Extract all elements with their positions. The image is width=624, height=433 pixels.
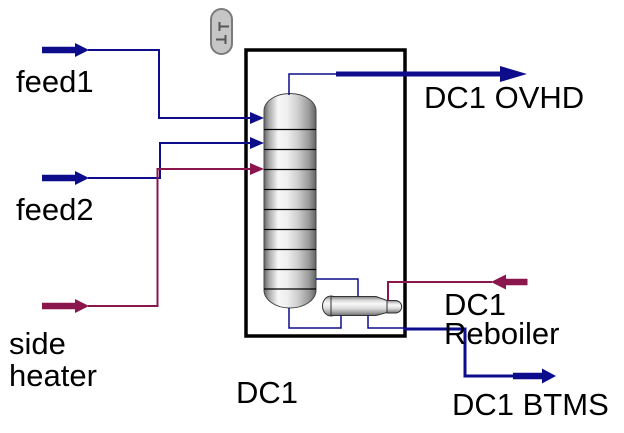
stream-side-heater[interactable] bbox=[42, 163, 264, 313]
column-vessel bbox=[263, 93, 317, 309]
dc1-column-block[interactable] bbox=[244, 48, 407, 338]
stream-dc1-btms[interactable] bbox=[404, 327, 556, 384]
stream-feed2[interactable] bbox=[42, 137, 264, 185]
capsule-body bbox=[210, 8, 233, 55]
dc1-btms-stream-label[interactable]: DC1 BTMS bbox=[452, 387, 609, 422]
btms-arrowhead bbox=[542, 368, 556, 384]
reboiler-arrowhead bbox=[491, 274, 506, 290]
feed2-column-arrowhead bbox=[250, 137, 264, 149]
side-heater-column-arrowhead bbox=[250, 163, 264, 175]
internal-piping bbox=[288, 278, 404, 329]
stream-feed1[interactable] bbox=[42, 43, 264, 124]
reboiler-vessel[interactable] bbox=[322, 295, 403, 317]
column-trays bbox=[264, 128, 316, 290]
stream-dc1-reboiler[interactable] bbox=[387, 274, 528, 301]
feed1-stream-label[interactable]: feed1 bbox=[16, 64, 94, 99]
capsule-marks bbox=[216, 22, 229, 44]
feed2-stream-label[interactable]: feed2 bbox=[16, 192, 94, 227]
side-heater-source-arrowhead bbox=[75, 299, 89, 313]
feed1-column-arrowhead bbox=[250, 112, 264, 124]
ovhd-arrowhead bbox=[500, 66, 527, 82]
dc1-ovhd-stream-label[interactable]: DC1 OVHD bbox=[424, 80, 585, 115]
stream-dc1-ovhd[interactable] bbox=[288, 66, 527, 95]
side-heater-stream-label[interactable]: side heater bbox=[9, 326, 97, 393]
dc1-block-label[interactable]: DC1 bbox=[236, 375, 299, 410]
dc1-reboiler-stream-label[interactable]: DC1 Reboiler bbox=[444, 287, 560, 351]
feed1-source-arrowhead bbox=[75, 43, 89, 57]
thermometer-capsule-icon[interactable] bbox=[210, 8, 233, 55]
block-border bbox=[244, 48, 407, 338]
feed2-source-arrowhead bbox=[75, 171, 89, 185]
